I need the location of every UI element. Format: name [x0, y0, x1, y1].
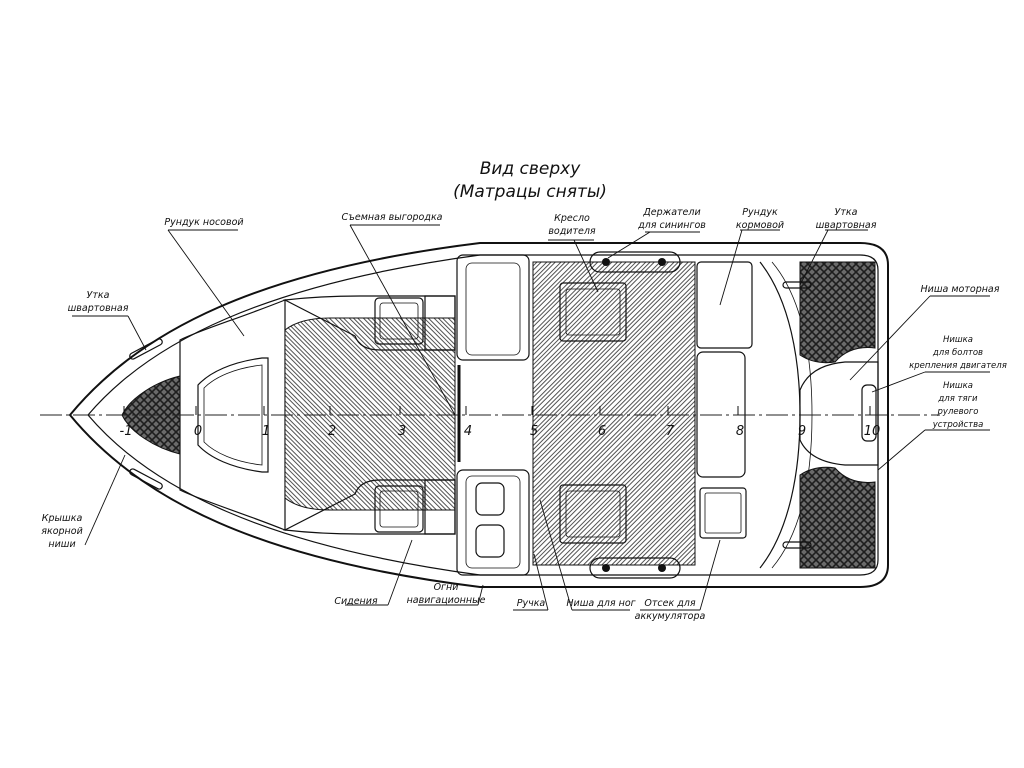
stern-cleat-top: [782, 281, 812, 289]
bow-cleat-bottom: [129, 468, 163, 490]
console-bottom: [456, 469, 530, 576]
label-bow-locker: Рундук носовой: [164, 217, 243, 228]
label-steering-rod-niche-4: устройства: [932, 420, 984, 430]
passenger-seat: [559, 484, 627, 544]
label-engine-bolt-niche-2: для болтов: [932, 348, 983, 358]
label-anchor-hatch-1: Крышка: [42, 513, 83, 524]
station-label: 5: [530, 424, 538, 439]
label-engine-bolt-niche-3: крепления двигателя: [909, 361, 1007, 371]
label-engine-bolt-niche-1: Нишка: [943, 335, 973, 345]
label-bow-cleat-1: Утка: [87, 290, 110, 301]
station-ticks: [123, 406, 871, 415]
engine-deck-bottom: [799, 466, 876, 569]
battery-compartment: [699, 487, 747, 539]
engine-deck-top: [799, 261, 876, 364]
station-label: 0: [194, 424, 202, 439]
leader-lines: [72, 224, 990, 611]
ski-holder-top: [589, 251, 681, 273]
station-labels: -1 0 1 2 3 4 5 6 7 8 9 10: [120, 424, 881, 439]
label-bow-cleat-2: швартовная: [68, 303, 129, 314]
label-stern-cleat-2: швартовная: [816, 220, 877, 231]
label-handle: Ручка: [517, 598, 546, 609]
station-label: 7: [666, 424, 675, 439]
ski-holder-bottom: [589, 557, 681, 579]
stern-cleat-bottom: [782, 541, 812, 549]
station-label: 10: [864, 424, 881, 439]
station-label: 8: [736, 424, 744, 439]
label-steering-rod-niche-2: для тяги: [937, 394, 978, 404]
label-battery-compartment-2: аккумулятора: [635, 611, 706, 622]
engine-bolt-niche: [861, 384, 877, 442]
console-top: [456, 254, 530, 361]
label-stern-locker-1: Рундук: [742, 207, 778, 218]
driver-area-floor: [532, 261, 696, 566]
station-label: 4: [464, 424, 472, 439]
stern-locker-top: [696, 261, 753, 349]
diagram-title: Вид сверху: [480, 159, 582, 179]
stern-locker-mid: [696, 351, 746, 478]
bow-cleat-top: [129, 338, 163, 360]
label-anchor-hatch-2: якорной: [41, 526, 83, 537]
label-driver-seat-2: водителя: [548, 226, 596, 237]
instrument-panel-bottom: [475, 524, 505, 558]
label-stern-locker-2: кормовой: [736, 220, 784, 231]
label-driver-seat-1: Кресло: [554, 213, 590, 224]
seat-front-right-top: [424, 295, 456, 351]
hull-outer-outline: [68, 242, 889, 588]
label-nav-lights-1: Огни: [434, 582, 459, 593]
instrument-panel-top: [475, 482, 505, 516]
label-battery-compartment-1: Отсек для: [644, 598, 695, 609]
diagram-subtitle: (Матрацы сняты): [453, 182, 607, 202]
station-label: 3: [398, 424, 406, 439]
driver-seat: [559, 282, 627, 342]
station-label: 1: [262, 424, 270, 439]
station-label: 9: [798, 424, 806, 439]
label-foot-niche: Ниша для ног: [566, 598, 636, 609]
label-nav-lights-2: навигационные: [407, 595, 486, 606]
label-ski-holders-2: для синингов: [637, 220, 706, 231]
station-label: 6: [598, 424, 606, 439]
seat-front-left-top: [374, 297, 424, 345]
label-stern-cleat-1: Утка: [835, 207, 858, 218]
label-steering-rod-niche-3: рулевого: [937, 407, 979, 417]
motor-well: [799, 361, 879, 466]
label-anchor-hatch-3: ниши: [48, 539, 75, 550]
label-steering-rod-niche-1: Нишка: [943, 381, 973, 391]
label-removable-partition: Съемная выгородка: [342, 212, 443, 223]
station-label: -1: [120, 424, 133, 439]
seat-front-left-bottom: [374, 485, 424, 533]
bow-locker-hatch: [197, 357, 269, 473]
label-ski-holders-1: Держатели: [642, 207, 700, 218]
label-seats: Сидения: [334, 596, 378, 607]
station-label: 2: [328, 424, 336, 439]
label-motor-well: Ниша моторная: [921, 284, 1000, 295]
